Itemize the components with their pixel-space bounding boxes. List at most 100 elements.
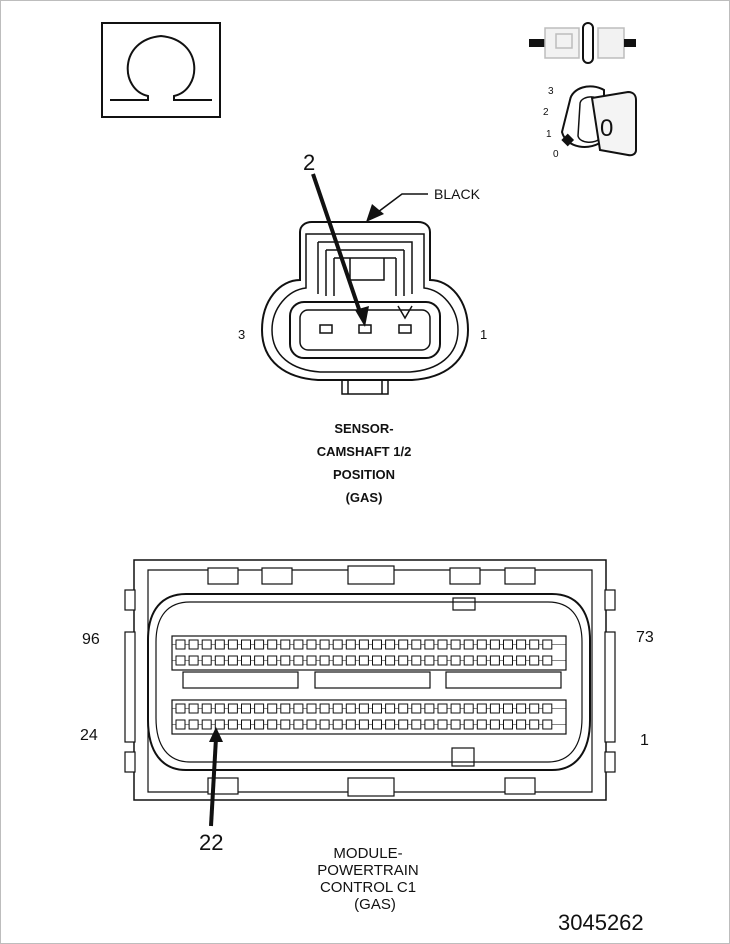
pcm-terminal-cavity <box>293 703 304 714</box>
pcm-terminal-cavity <box>241 655 251 666</box>
pcm-pin-rows <box>171 635 567 735</box>
key-position-1: 1 <box>546 129 552 140</box>
color-leader <box>377 193 428 213</box>
pcm-terminal-cavity <box>175 703 186 714</box>
pcm-terminal-cavity <box>372 639 382 650</box>
pcm-terminal-cavity <box>254 655 265 666</box>
pcm-terminal-cavity <box>345 655 356 666</box>
pcm-terminal-cavity <box>332 655 343 666</box>
pcm-terminal-cavity <box>385 703 396 714</box>
pcm-terminal-cavity <box>489 719 500 730</box>
pcm-terminal-cavity <box>398 655 409 666</box>
pcm-cavity-block <box>171 699 567 735</box>
pcm-terminal-cavity <box>411 639 422 650</box>
pcm-terminal-cavity <box>529 639 540 650</box>
pcm-terminal-cavity <box>358 703 369 714</box>
pcm-terminal-cavity <box>358 655 369 666</box>
sensor-pin-3-label: 3 <box>238 327 245 342</box>
pcm-terminal-cavity <box>201 703 212 714</box>
pcm-terminal-cavity <box>188 655 199 666</box>
pcm-title: MODULE- POWERTRAIN CONTROL C1 (GAS) <box>317 845 418 913</box>
pcm-terminal-cavity <box>424 703 435 714</box>
pcm-terminal-cavity <box>280 655 291 666</box>
pcm-terminal-cavity <box>332 719 343 730</box>
sensor-pin-arrowhead <box>355 306 369 327</box>
pcm-label-73: 73 <box>636 629 654 646</box>
pcm-terminal-cavity <box>241 639 251 650</box>
pcm-terminal-cavity <box>358 719 369 730</box>
pcm-terminal-cavity <box>267 639 278 650</box>
pcm-cavity-block <box>171 635 567 671</box>
pcm-terminal-cavity <box>293 719 304 730</box>
pcm-terminal-cavity <box>542 703 553 714</box>
pcm-terminal-cavity <box>372 719 382 730</box>
pcm-terminal-cavity <box>345 703 356 714</box>
pcm-terminal-cavity <box>476 639 487 650</box>
ohm-meter-icon <box>101 22 221 118</box>
pcm-terminal-cavity <box>437 703 448 714</box>
pcm-terminal-cavity <box>398 703 409 714</box>
pcm-terminal-cavity <box>385 639 396 650</box>
pcm-terminal-cavity <box>280 719 291 730</box>
pcm-terminal-cavity <box>293 639 304 650</box>
pcm-terminal-cavity <box>385 655 396 666</box>
key-position-2: 2 <box>543 107 549 118</box>
pcm-terminal-cavity <box>516 639 527 650</box>
pcm-terminal-cavity <box>280 703 291 714</box>
pcm-terminal-cavity <box>424 639 435 650</box>
pcm-terminal-cavity <box>332 703 343 714</box>
pcm-terminal-cavity <box>411 655 422 666</box>
pcm-terminal-cavity <box>516 655 527 666</box>
pcm-title-line-1: MODULE- <box>333 845 402 862</box>
pcm-title-line-2: POWERTRAIN <box>317 862 418 879</box>
pcm-pin-callout: 22 <box>199 830 223 855</box>
pcm-terminal-cavity <box>437 639 448 650</box>
pcm-terminal-cavity <box>306 719 317 730</box>
pcm-terminal-cavity <box>227 703 238 714</box>
pcm-terminal-cavity <box>489 703 500 714</box>
sensor-pin-arrow <box>311 173 364 319</box>
pcm-terminal-cavity <box>463 639 474 650</box>
pcm-terminal-cavity <box>516 719 527 730</box>
pcm-terminal-cavity <box>332 639 343 650</box>
pcm-title-line-3: CONTROL C1 <box>320 879 416 896</box>
sensor-title: SENSOR- CAMSHAFT 1/2 POSITION (GAS) <box>317 421 412 505</box>
pcm-terminal-cavity <box>463 703 474 714</box>
sensor-title-line-3: POSITION <box>333 467 395 482</box>
pcm-terminal-cavity <box>450 703 461 714</box>
sensor-color-label: BLACK <box>434 186 481 202</box>
pcm-terminal-cavity <box>267 655 278 666</box>
sensor-title-line-4: (GAS) <box>346 490 383 505</box>
pcm-terminal-cavity <box>503 655 513 666</box>
pcm-terminal-cavity <box>437 719 448 730</box>
pcm-terminal-cavity <box>529 719 540 730</box>
pcm-terminal-cavity <box>293 655 304 666</box>
pcm-terminal-cavity <box>542 655 553 666</box>
pcm-terminal-cavity <box>214 655 225 666</box>
pcm-terminal-cavity <box>254 639 265 650</box>
pcm-terminal-cavity <box>542 719 553 730</box>
pcm-terminal-cavity <box>319 655 330 666</box>
pcm-terminal-cavity <box>280 639 291 650</box>
key-position-3: 3 <box>548 86 554 97</box>
pcm-terminal-cavity <box>450 719 461 730</box>
pcm-terminal-cavity <box>319 703 330 714</box>
connector-disconnect-icon <box>529 22 636 64</box>
pcm-terminal-cavity <box>372 655 382 666</box>
pcm-terminal-cavity <box>319 639 330 650</box>
pcm-terminal-cavity <box>175 719 186 730</box>
pcm-terminal-cavity <box>254 703 265 714</box>
pcm-terminal-cavity <box>529 703 540 714</box>
pcm-terminal-cavity <box>424 655 435 666</box>
pcm-terminal-cavity <box>489 639 500 650</box>
pcm-terminal-cavity <box>214 703 225 714</box>
sensor-title-line-2: CAMSHAFT 1/2 <box>317 444 412 459</box>
pcm-label-1: 1 <box>640 732 649 749</box>
pcm-terminal-cavity <box>201 639 212 650</box>
pcm-terminal-cavity <box>175 639 186 650</box>
pcm-terminal-cavity <box>529 655 540 666</box>
pcm-terminal-cavity <box>450 639 461 650</box>
pcm-terminal-cavity <box>175 655 186 666</box>
pcm-terminal-cavity <box>214 719 225 730</box>
pcm-terminal-cavity <box>227 719 238 730</box>
